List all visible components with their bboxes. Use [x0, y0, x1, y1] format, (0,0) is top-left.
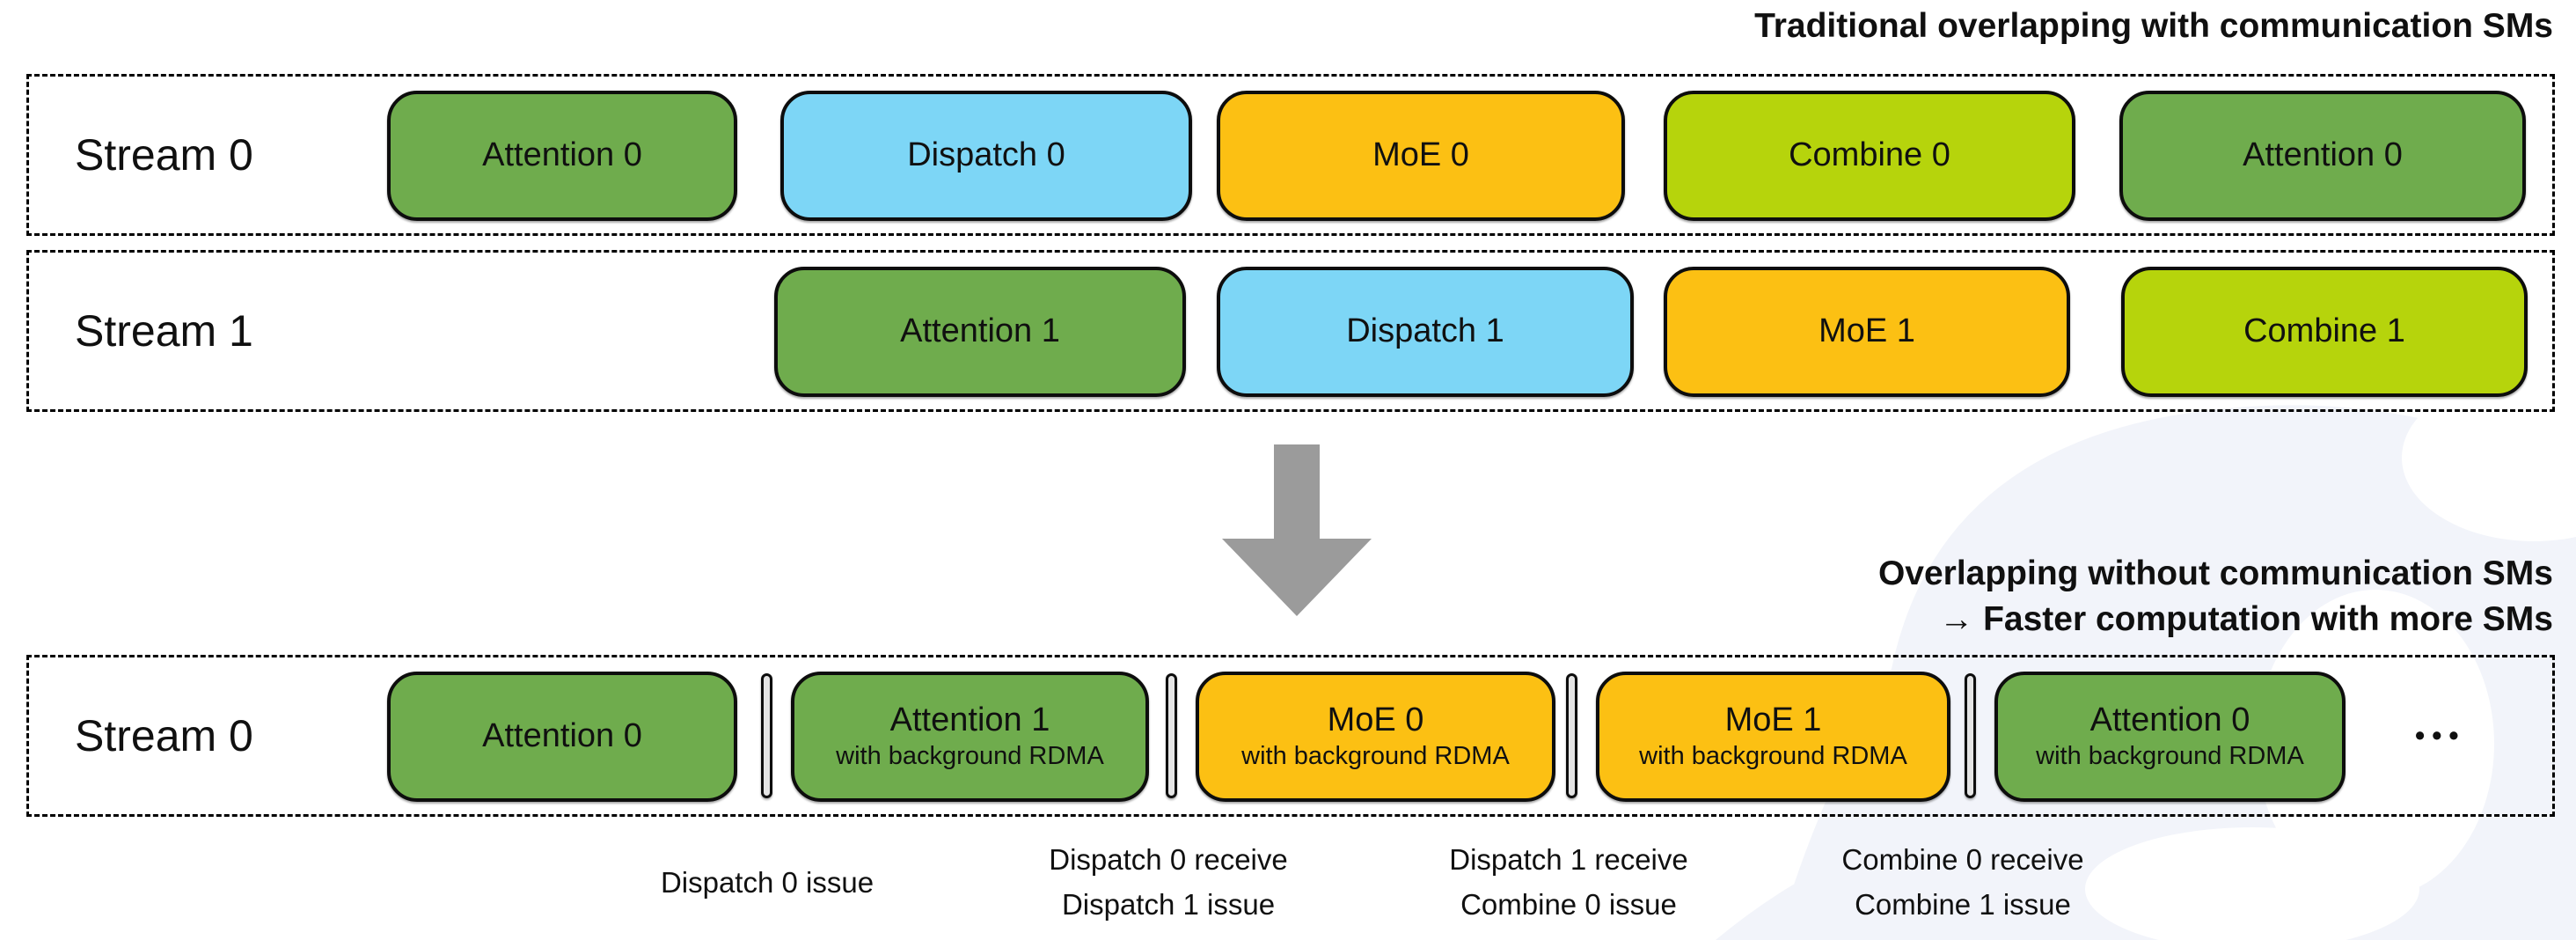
block-label: MoE 0: [1327, 701, 1424, 738]
block-label: Attention 1: [889, 701, 1050, 738]
block-combine-1: Combine 1: [2121, 267, 2528, 397]
bottom-section-title-line1: Overlapping without communication SMs: [1877, 554, 2553, 592]
down-arrow-icon: [1222, 539, 1372, 616]
annotation-line: Dispatch 1 receive: [1449, 843, 1688, 876]
block-label: Combine 0: [1789, 136, 1950, 174]
stream-box-overlapped-stream-0: Stream 0 Attention 0 Attention 1 with back…: [26, 655, 2555, 817]
annotation-line: Dispatch 0 issue: [660, 865, 875, 899]
block-subtitle: with background RDMA: [1639, 742, 1907, 771]
stream-separator-bar: [1166, 673, 1177, 798]
block-attention-0: Attention 0 with background RDMA: [1994, 672, 2345, 802]
block-label: Attention 0: [482, 717, 642, 755]
block-moe-0: MoE 0 with background RDMA: [1196, 672, 1555, 802]
annotation-line: Combine 0 issue: [1460, 888, 1677, 921]
block-subtitle: with background RDMA: [2036, 742, 2304, 771]
annotation-line: Combine 1 issue: [1855, 888, 2071, 921]
annotation-line: Dispatch 0 receive: [1049, 843, 1288, 876]
block-dispatch-1: Dispatch 1: [1217, 267, 1634, 397]
block-subtitle: with background RDMA: [836, 742, 1104, 771]
stream-box-traditional-stream-1: Stream 1 Attention 1 Dispatch 1 MoE 1 Combi…: [26, 250, 2555, 412]
stream-label: Stream 0: [75, 711, 253, 760]
block-moe-1: MoE 1 with background RDMA: [1596, 672, 1950, 802]
block-dispatch-0: Dispatch 0: [780, 91, 1192, 221]
block-label: MoE 1: [1724, 701, 1822, 738]
block-combine-0: Combine 0: [1664, 91, 2075, 221]
block-attention-0: Attention 0: [387, 672, 737, 802]
block-moe-1: MoE 1: [1664, 267, 2070, 397]
stream-separator-bar: [1965, 673, 1976, 798]
block-label: Dispatch 0: [907, 136, 1065, 174]
stream-separator-bar: [1566, 673, 1577, 798]
separator-annotation: Dispatch 0 issue: [556, 834, 978, 929]
stream-label: Stream 0: [75, 130, 253, 180]
bottom-section-title-line2: → Faster computation with more SMs: [1939, 600, 2553, 638]
block-label: Combine 1: [2243, 312, 2405, 350]
down-arrow-icon: [1274, 444, 1320, 540]
block-subtitle: with background RDMA: [1241, 742, 1510, 771]
stream-box-traditional-stream-0: Stream 0 Attention 0 Dispatch 0 MoE 0 Combi…: [26, 74, 2555, 236]
block-label: Attention 0: [2089, 701, 2250, 738]
block-attention-0: Attention 0: [387, 91, 737, 221]
block-label: Attention 0: [482, 136, 642, 174]
stream-separator-bar: [761, 673, 772, 798]
block-label: Attention 0: [2243, 136, 2403, 174]
annotation-line: Dispatch 1 issue: [1061, 888, 1276, 921]
block-label: MoE 1: [1819, 312, 1915, 350]
block-label: Attention 1: [900, 312, 1060, 350]
stream-label: Stream 1: [75, 306, 253, 356]
bottom-section-title: Overlapping without communication SMs → …: [1878, 551, 2553, 643]
block-attention-0: Attention 0: [2119, 91, 2526, 221]
continuation-ellipsis: •••: [2415, 719, 2466, 752]
block-attention-1: Attention 1: [774, 267, 1186, 397]
top-section-title: Traditional overlapping with communicati…: [1754, 7, 2553, 45]
annotation-line: Combine 0 receive: [1841, 843, 2084, 876]
block-label: MoE 0: [1372, 136, 1469, 174]
block-label: Dispatch 1: [1346, 312, 1504, 350]
block-moe-0: MoE 0: [1217, 91, 1625, 221]
block-attention-1: Attention 1 with background RDMA: [791, 672, 1149, 802]
